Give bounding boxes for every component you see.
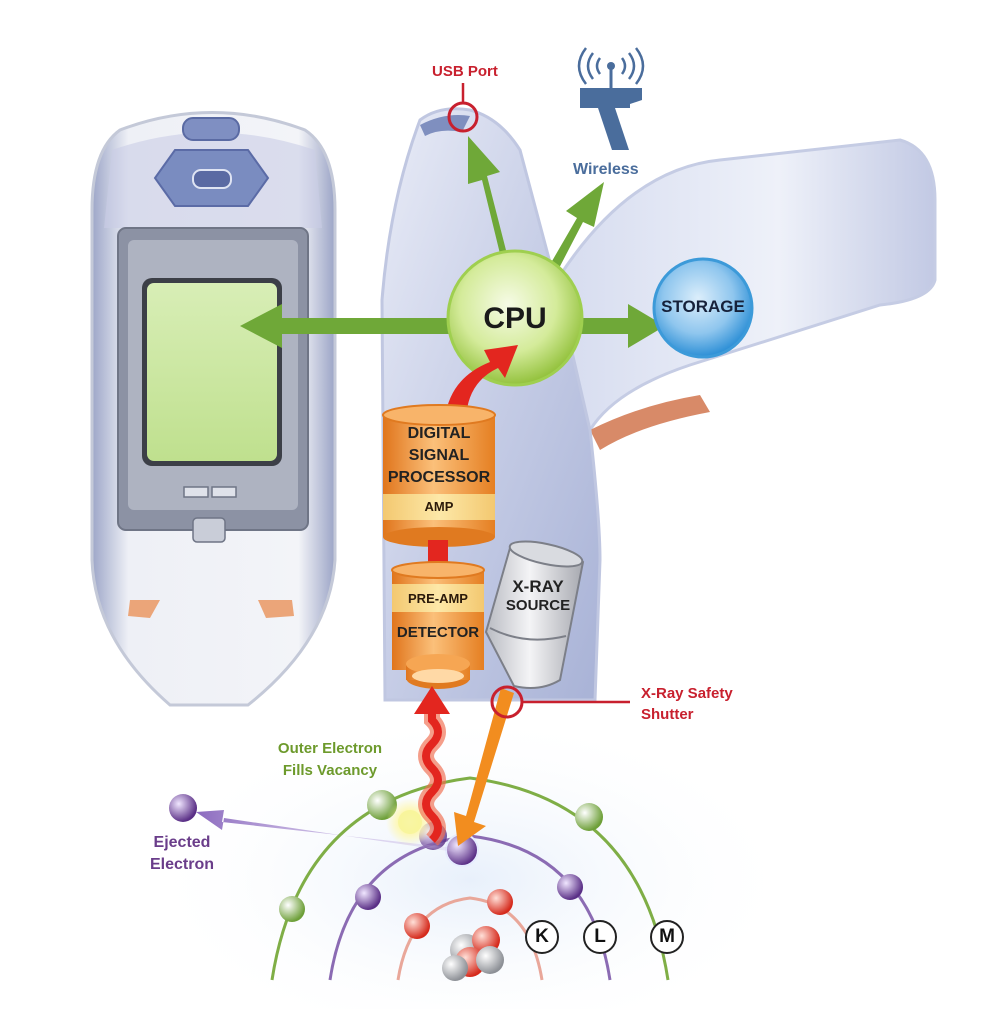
arrow-cpu-to-storage xyxy=(580,304,665,348)
amp-label: AMP xyxy=(424,499,454,514)
dsp-label-line1: DIGITAL xyxy=(407,425,471,442)
storage-node xyxy=(652,257,754,359)
dsp-label-line3: PROCESSOR xyxy=(387,469,491,486)
xray-source xyxy=(484,540,585,689)
digital-signal-processor xyxy=(382,404,496,547)
energy-flash-core xyxy=(398,810,422,834)
arrow-dsp-to-cpu xyxy=(445,345,518,418)
cpu-label: CPU xyxy=(483,302,547,335)
fluorescence-signal xyxy=(414,686,450,846)
outer-electron-label-line2: Fills Vacancy xyxy=(282,762,378,779)
xray-beam-arrow xyxy=(454,688,514,846)
shutter-marker xyxy=(490,685,630,719)
nucleus-particle xyxy=(442,955,468,981)
wireless-antenna-icon xyxy=(577,47,645,150)
arrow-cpu-to-usb xyxy=(468,136,508,262)
electron-m xyxy=(575,803,603,831)
electron-l xyxy=(355,884,381,910)
pre-amp-label: PRE-AMP xyxy=(408,591,468,606)
shutter-label-line1: X-Ray Safety xyxy=(641,685,733,702)
signal-connector xyxy=(428,540,448,568)
wireless-label: Wireless xyxy=(573,161,639,178)
shell-k-label: K xyxy=(525,920,559,954)
electron-m xyxy=(279,896,305,922)
arrow-cpu-to-display xyxy=(240,304,455,348)
detector xyxy=(391,561,485,689)
xray-source-label-line2: SOURCE xyxy=(505,597,571,614)
electron-k xyxy=(404,913,430,939)
ejected-electron-arrow xyxy=(169,794,455,852)
usb-port-label: USB Port xyxy=(432,63,498,80)
data-flow-arrows xyxy=(240,136,665,348)
ejected-electron-label-line1: Ejected xyxy=(153,834,211,851)
ejected-electron-label-line2: Electron xyxy=(149,856,214,873)
nucleus-particle xyxy=(476,946,504,974)
usb-port-marker-icon xyxy=(447,101,479,133)
electron-k xyxy=(487,889,513,915)
device-front-view xyxy=(90,111,337,707)
xray-source-label-line1: X-RAY xyxy=(512,577,564,596)
usb-port-marker xyxy=(447,83,479,133)
shutter-label-line2: Shutter xyxy=(641,706,694,723)
atom-model xyxy=(140,710,800,1014)
shell-m-label: M xyxy=(650,920,684,954)
detector-label: DETECTOR xyxy=(396,624,480,641)
electron-l xyxy=(557,874,583,900)
cpu-node xyxy=(446,249,584,387)
dsp-label-line2: SIGNAL xyxy=(408,447,470,464)
orbit-m xyxy=(270,776,670,981)
storage-label: STORAGE xyxy=(661,297,745,316)
shell-l-label: L xyxy=(583,920,617,954)
ejected-electron xyxy=(169,794,197,822)
outer-electron-label-line1: Outer Electron xyxy=(277,740,383,757)
arrow-cpu-to-wireless xyxy=(548,182,604,274)
